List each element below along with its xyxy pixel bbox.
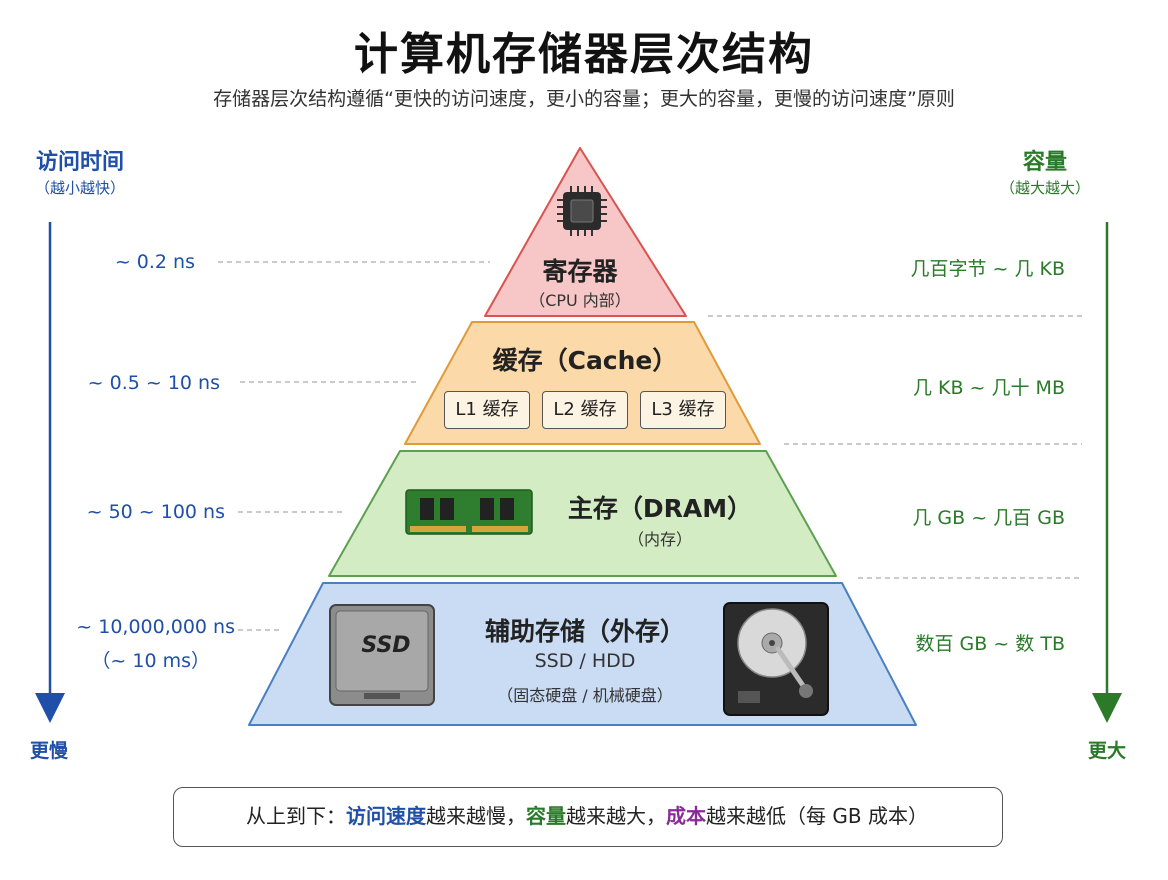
level-dram-title: 主存（DRAM）	[567, 494, 753, 523]
cpu-chip-icon	[557, 186, 607, 236]
page-subtitle: 存储器层次结构遵循“更快的访问速度，更小的容量；更大的容量，更慢的访问速度”原则	[213, 88, 955, 110]
ssd-label: SSD	[361, 633, 410, 658]
level-registers-title: 寄存器	[542, 257, 618, 286]
ssd-icon: SSD	[329, 604, 435, 706]
summary-text: 从上到下：访问速度越来越慢，容量越来越大，成本越来越低（每 GB 成本）	[173, 787, 1001, 845]
capacity-registers: 几百字节 ~ 几 KB	[910, 258, 1065, 280]
left-axis-title: 访问时间	[35, 150, 124, 175]
level-storage-title: 辅助存储（外存）	[484, 617, 685, 646]
cache-box-l1: L1 缓存	[444, 391, 530, 429]
access-time-storage: ~ 10,000,000 ns	[76, 616, 235, 638]
capacity-dram: 几 GB ~ 几百 GB	[912, 507, 1065, 529]
left-axis-end-label: 更慢	[30, 740, 69, 762]
capacity-cache: 几 KB ~ 几十 MB	[912, 377, 1065, 399]
summary-box	[173, 787, 1003, 847]
level-cache-title: 缓存（Cache）	[492, 346, 678, 375]
right-axis-subtitle: （越大越大）	[999, 179, 1090, 197]
left-axis-subtitle: （越小越快）	[34, 179, 125, 197]
summary-speed-tail: 越来越慢，	[426, 804, 527, 828]
summary-speed: 访问速度	[346, 804, 427, 828]
access-time-registers: ~ 0.2 ns	[114, 251, 195, 273]
access-time-dram: ~ 50 ~ 100 ns	[86, 501, 225, 523]
hdd-icon	[723, 602, 829, 716]
summary-cost: 成本	[666, 804, 707, 828]
cache-box-l2: L2 缓存	[542, 391, 628, 429]
level-dram-shape	[328, 450, 837, 577]
summary-capacity: 容量	[526, 804, 567, 828]
level-storage-subtitle: SSD / HDD	[534, 650, 636, 672]
level-registers-subtitle: （CPU 内部）	[529, 291, 631, 310]
summary-prefix: 从上到下：	[246, 804, 347, 828]
cache-box-l3: L3 缓存	[640, 391, 726, 429]
right-axis-end-label: 更大	[1088, 740, 1127, 762]
summary-capacity-tail: 越来越大，	[566, 804, 667, 828]
page-title: 计算机存储器层次结构	[354, 29, 814, 80]
ram-module-icon	[405, 489, 533, 535]
capacity-storage: 数百 GB ~ 数 TB	[915, 633, 1065, 655]
access-time-storage-ms: （~ 10 ms）	[91, 650, 210, 672]
right-axis-title: 容量	[1022, 150, 1067, 175]
level-storage-subtitle2: （固态硬盘 / 机械硬盘）	[497, 686, 673, 705]
access-time-cache: ~ 0.5 ~ 10 ns	[87, 372, 220, 394]
level-dram-subtitle: （内存）	[627, 530, 692, 549]
summary-cost-tail: 越来越低（每 GB 成本）	[706, 804, 928, 828]
